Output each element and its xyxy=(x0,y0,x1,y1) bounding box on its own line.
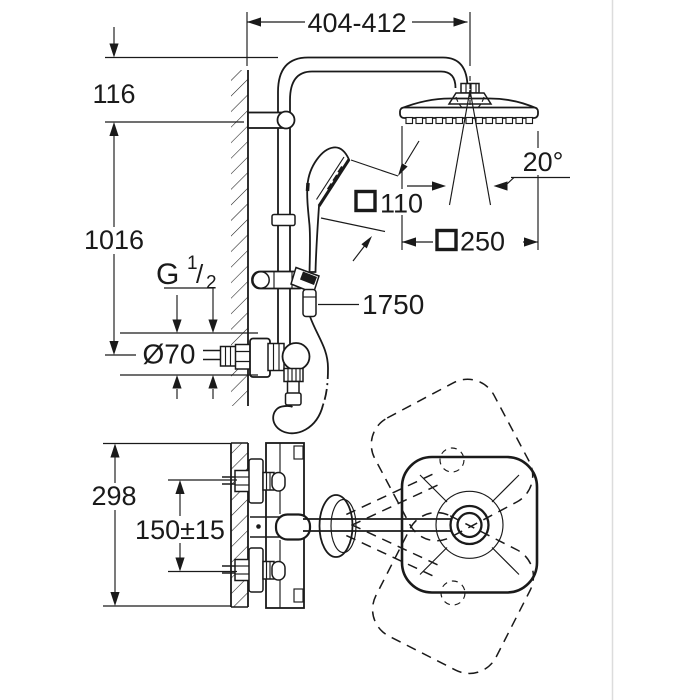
inlet-connection-bottom xyxy=(222,547,286,593)
dim-head-shower-face: 250 xyxy=(460,227,505,257)
dim-hose-length: 1750 xyxy=(362,289,424,320)
dim-thread-size: G 1 / 2 xyxy=(156,253,217,294)
spray-nozzles xyxy=(405,116,534,125)
wall-union-valve xyxy=(200,337,311,406)
dim-tilt-angle: 20° xyxy=(523,147,564,177)
hand-shower xyxy=(305,146,351,273)
thread-denominator: 2 xyxy=(206,273,217,294)
square-symbol-110 xyxy=(354,189,377,213)
swivel-arm-top-view xyxy=(303,455,539,594)
wall-section-lower xyxy=(230,442,249,608)
dimensions: 404-412 116 1016 20° 110 250 1750 Ø70 29… xyxy=(83,8,572,607)
inlet-connection-top xyxy=(222,458,286,504)
thermostat-valve xyxy=(222,442,312,609)
dim-trim-height: 298 xyxy=(91,481,136,511)
dim-hand-shower-face: 110 xyxy=(380,189,423,219)
dim-riser-height: 1016 xyxy=(84,225,144,255)
dim-escutcheon-diameter: Ø70 xyxy=(143,339,196,370)
thread-slash: / xyxy=(196,259,204,289)
arm-escutcheon xyxy=(318,494,354,558)
thread-letter: G xyxy=(156,258,179,291)
dim-inlet-spacing: 150±15 xyxy=(135,515,225,545)
swivel-range-dashed xyxy=(346,378,535,675)
riser-rail-and-arm xyxy=(247,56,469,344)
dim-arm-reach: 404-412 xyxy=(307,8,406,38)
dim-wall-offset: 116 xyxy=(92,79,135,109)
square-symbol-250 xyxy=(435,228,458,252)
hand-shower-holder xyxy=(251,266,320,294)
shower-hose xyxy=(272,288,329,435)
head-shower xyxy=(399,76,539,125)
thread-numerator: 1 xyxy=(187,253,198,274)
installation-top-view xyxy=(222,378,539,675)
